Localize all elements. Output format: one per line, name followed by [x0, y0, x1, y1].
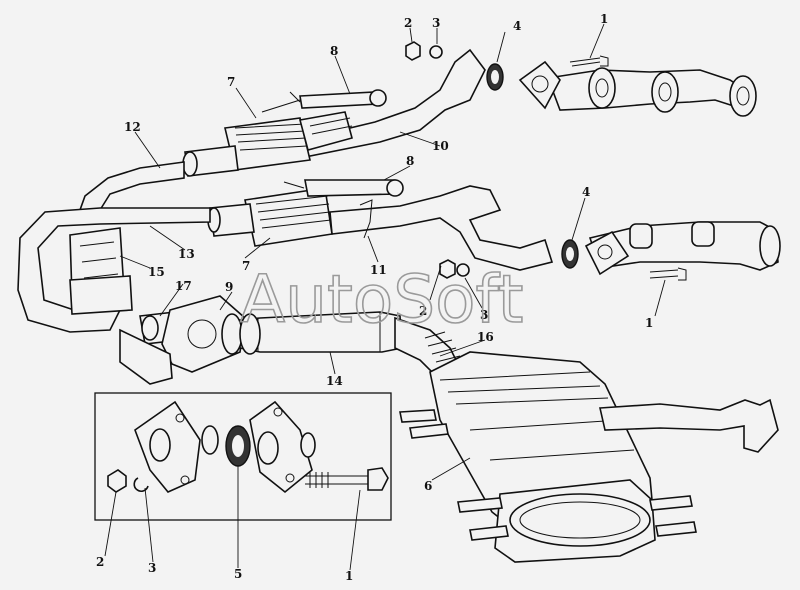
inset-flange-right	[249, 400, 313, 494]
label-12: 12	[124, 120, 141, 134]
label-3-bottom: 3	[148, 561, 156, 575]
upper-flange-4	[729, 75, 757, 117]
label-7-top: 7	[227, 75, 235, 89]
pipe-11	[329, 185, 554, 271]
inset-detail	[94, 392, 392, 521]
upper-flange-2	[588, 67, 616, 109]
label-16: 16	[477, 330, 494, 344]
label-2-bottom: 2	[96, 555, 104, 569]
label-15: 15	[148, 265, 165, 279]
valve-8-upper	[299, 91, 380, 109]
upper-pipe-assembly	[78, 41, 757, 211]
label-17: 17	[175, 279, 192, 293]
label-2-top: 2	[404, 16, 412, 30]
callout-labels: 1 2 3 4 7 8 10 12 8 7 4 11 13 15 2 3 1 1…	[96, 12, 653, 583]
upper-exhaust-manifold-pipe	[546, 69, 750, 111]
middle-washer	[456, 263, 470, 277]
label-4-top: 4	[513, 19, 521, 33]
valve-8-lower	[304, 179, 399, 197]
label-1-bottom: 1	[345, 569, 353, 583]
flange-9	[161, 295, 246, 373]
label-9: 9	[225, 280, 233, 294]
middle-flange-1	[584, 230, 630, 276]
inset-washer	[133, 477, 149, 492]
middle-pipe-assembly	[17, 179, 781, 385]
inset-nut	[107, 469, 127, 493]
middle-bolt	[649, 267, 687, 281]
inset-bolt	[305, 472, 370, 488]
label-4-middle: 4	[582, 185, 590, 199]
hose-12	[78, 161, 185, 211]
watermark: AutoSoft	[240, 261, 523, 338]
upper-flange-3	[651, 71, 679, 113]
upper-bolt	[569, 55, 609, 67]
label-1-top: 1	[600, 12, 608, 26]
label-3-middle: 3	[480, 308, 488, 322]
upper-nut	[405, 41, 421, 61]
hose-13	[17, 207, 211, 333]
label-8-middle: 8	[406, 154, 414, 168]
label-7-middle: 7	[242, 259, 250, 273]
label-8-top: 8	[330, 44, 338, 58]
leader-lines	[104, 23, 666, 571]
label-1-middle: 1	[645, 316, 653, 330]
label-11: 11	[370, 263, 387, 277]
label-13: 13	[178, 247, 195, 261]
tail-pipe	[599, 398, 779, 453]
label-2-middle: 2	[419, 304, 427, 318]
upper-flange-1	[518, 60, 561, 110]
label-6: 6	[424, 479, 432, 493]
label-10: 10	[432, 139, 449, 153]
label-3-top: 3	[432, 16, 440, 30]
middle-nut	[439, 259, 456, 279]
label-14: 14	[326, 374, 343, 388]
muffler-6	[399, 351, 779, 563]
label-5: 5	[234, 567, 242, 581]
upper-washer	[429, 45, 443, 59]
